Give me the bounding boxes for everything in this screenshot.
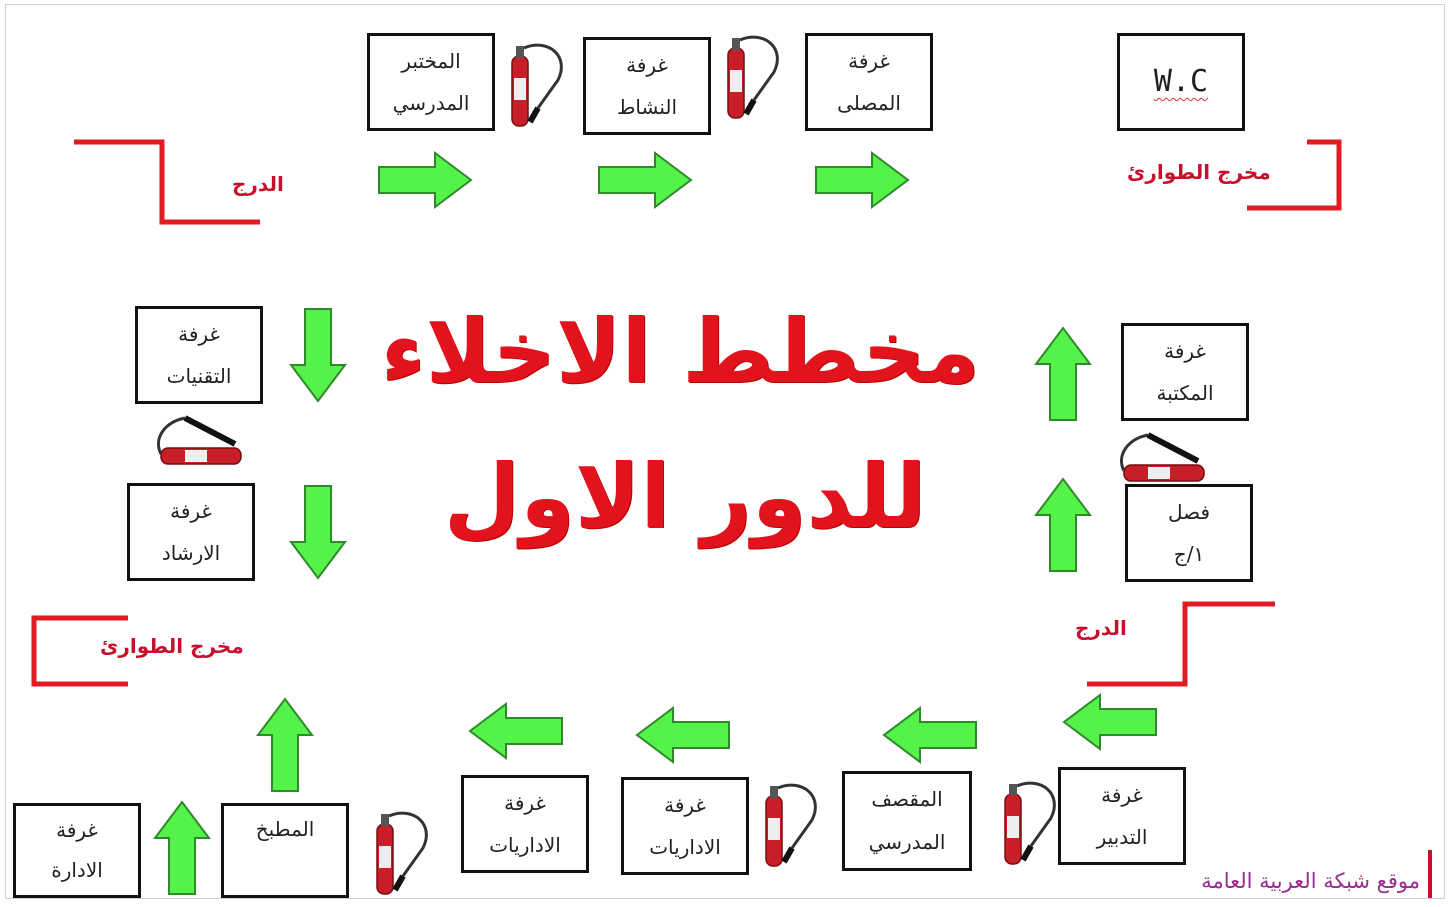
- fire-extinguisher-icon: [1120, 432, 1205, 482]
- green-arrow-icon: [1034, 477, 1092, 572]
- room-label-line1: غرفة: [848, 48, 890, 73]
- room-label-line1: غرفة: [1164, 338, 1206, 363]
- room-cafeteria: المقصف المدرسي: [842, 771, 972, 871]
- footer-site-name: موقع شبكة العربية العامة: [1201, 869, 1420, 893]
- room-label-line1: غرفة: [56, 817, 98, 842]
- room-label-line2: التقنيات: [166, 363, 232, 388]
- room-label-line1: غرفة: [664, 792, 706, 817]
- room-label-line1: غرفة: [626, 52, 668, 77]
- room-school-lab: المختبر المدرسي: [367, 33, 495, 131]
- room-label-line2: الاداريات: [489, 832, 561, 857]
- diagram-title-line2: للدور الاول: [443, 445, 927, 548]
- room-technology: غرفة التقنيات: [135, 306, 263, 404]
- fire-extinguisher-icon: [727, 35, 779, 119]
- green-arrow-icon: [289, 308, 347, 403]
- room-guidance: غرفة الارشاد: [127, 483, 255, 581]
- footer-accent-bar: [1428, 850, 1432, 898]
- emergency-exit-label: مخرج الطوارئ: [1127, 160, 1271, 184]
- stairs-label: الدرج: [232, 172, 284, 196]
- room-library: غرفة المكتبة: [1121, 323, 1249, 421]
- room-label-line2: المدرسي: [392, 90, 470, 115]
- green-arrow-icon: [635, 706, 730, 764]
- emergency-exit-label: مخرج الطوارئ: [100, 634, 244, 658]
- stairs-icon: [74, 139, 260, 225]
- room-label-line1: غرفة: [170, 498, 212, 523]
- room-admin-office-2: غرفة الاداريات: [621, 777, 749, 875]
- fire-extinguisher-icon: [511, 43, 563, 127]
- green-arrow-icon: [256, 697, 314, 792]
- room-label-line1: غرفة: [504, 790, 546, 815]
- fire-extinguisher-icon: [376, 811, 428, 895]
- room-administration: غرفة الادارة: [13, 803, 141, 898]
- diagram-frame: [5, 4, 1445, 899]
- room-label-line2: المكتبة: [1156, 380, 1214, 405]
- green-arrow-icon: [378, 151, 473, 209]
- fire-extinguisher-icon: [157, 415, 242, 465]
- emergency-exit-bracket-icon: [31, 615, 128, 687]
- room-label-line2: المدرسي: [868, 830, 946, 854]
- room-label-line2: النشاط: [616, 94, 678, 119]
- room-label-line1: غرفة: [178, 321, 220, 346]
- room-label-line2: الارشاد: [161, 540, 221, 565]
- room-label-line1: فصل: [1167, 499, 1211, 524]
- green-arrow-icon: [289, 485, 347, 580]
- room-label-line2: المصلى: [837, 90, 901, 115]
- room-kitchen: المطبخ: [221, 803, 349, 898]
- fire-extinguisher-icon: [765, 783, 817, 867]
- fire-extinguisher-icon: [1004, 781, 1056, 865]
- room-home-economics: غرفة التدبير: [1058, 767, 1186, 865]
- green-arrow-icon: [1062, 693, 1157, 751]
- room-label-line2: التدبير: [1096, 824, 1148, 849]
- stairs-icon: [1087, 601, 1275, 687]
- green-arrow-icon: [153, 800, 211, 895]
- room-label-line1: المطبخ: [255, 817, 315, 841]
- green-arrow-icon: [598, 151, 693, 209]
- room-label-line2: الاداريات: [649, 834, 721, 859]
- room-activity: غرفة النشاط: [583, 37, 711, 135]
- stairs-label: الدرج: [1075, 616, 1127, 640]
- room-label-line1: المختبر: [401, 48, 461, 73]
- room-label-line1: W.C: [1153, 63, 1209, 99]
- room-prayer: غرفة المصلى: [805, 33, 933, 131]
- room-label-line1: غرفة: [1101, 782, 1143, 807]
- diagram-title-line1: مخطط الاخلاء: [380, 300, 980, 403]
- room-label-line2: ١/ج: [1173, 541, 1205, 566]
- room-classroom: فصل ١/ج: [1125, 484, 1253, 582]
- emergency-exit-bracket-icon: [1247, 139, 1342, 211]
- room-admin-office-1: غرفة الاداريات: [461, 775, 589, 873]
- green-arrow-icon: [1034, 326, 1092, 421]
- green-arrow-icon: [468, 702, 563, 760]
- green-arrow-icon: [815, 151, 910, 209]
- green-arrow-icon: [882, 706, 977, 764]
- room-label-line1: المقصف: [871, 787, 943, 811]
- room-wc: W.C: [1117, 33, 1245, 131]
- room-label-line2: الادارة: [51, 858, 103, 883]
